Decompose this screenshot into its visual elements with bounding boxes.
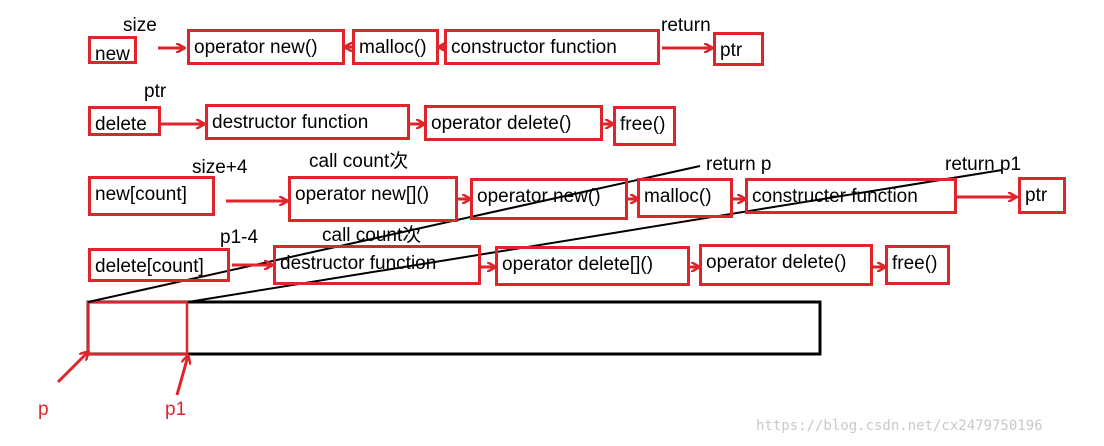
memory-header-cell [86,300,189,356]
watermark-url: https://blog.csdn.net/cx2479750196 [756,418,1043,434]
label-return-p1: return p1 [945,154,1022,175]
node-malloc: malloc() [352,29,439,65]
node-new-count: new[count] [88,176,215,216]
node-destructor-function: destructor function [205,104,410,140]
return-p1-line [187,169,1003,303]
node-operator-new-array: operator new[]() [288,176,458,222]
label-size: size [123,15,157,36]
node-delete: delete [88,106,161,136]
label-pointer-p: p [38,399,49,420]
node-free-2: free() [885,245,950,285]
label-call-count-new: call count次 [309,151,409,172]
label-p1-minus-4: p1-4 [220,227,259,248]
node-operator-delete: operator delete() [424,105,603,141]
label-return-p: return p [706,154,772,175]
node-free: free() [613,106,676,146]
node-operator-new-2: operator new() [470,178,628,220]
label-ptr: ptr [144,81,167,102]
label-size-plus-4: size+4 [192,157,248,178]
label-return: return [661,15,711,36]
node-ptr-2: ptr [1018,177,1066,214]
node-ptr: ptr [713,32,764,66]
node-malloc-2: malloc() [637,178,733,218]
node-constructer-function: constructer function [745,178,957,214]
memory-block [86,300,822,356]
pointer-p-arrow [56,352,88,384]
node-operator-delete-2: operator delete() [699,244,873,286]
label-call-count-delete: call count次 [322,225,422,246]
node-operator-new: operator new() [187,29,345,65]
node-constructor-function: constructor function [444,29,660,65]
label-pointer-p1: p1 [165,399,187,420]
pointer-p1-arrow [175,356,188,396]
node-destructor-function-2: destructor function [273,245,481,285]
node-delete-count: delete[count] [88,248,230,282]
node-operator-delete-array: operator delete[]() [495,246,690,286]
node-new: new [88,36,137,64]
